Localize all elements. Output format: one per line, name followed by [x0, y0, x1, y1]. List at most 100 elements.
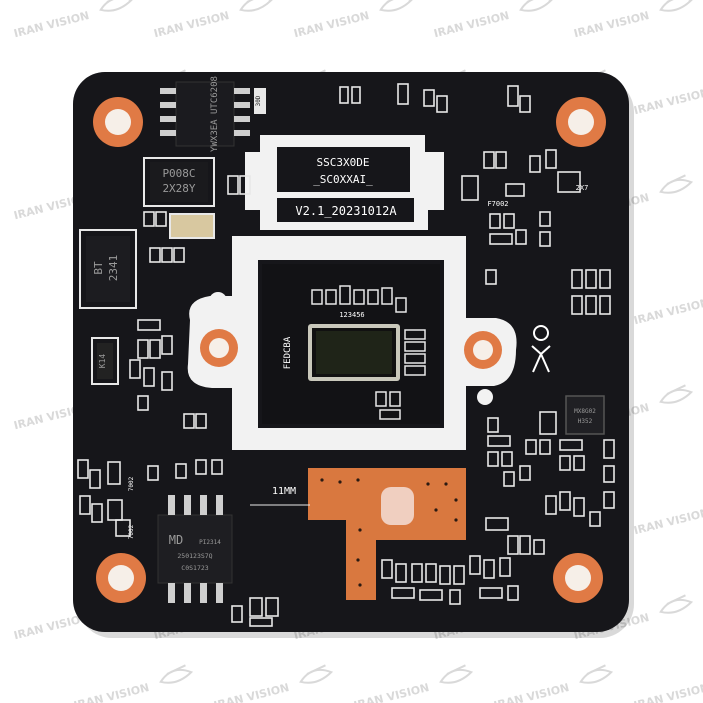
watermark-text: IRAN VISION: [12, 9, 90, 40]
smd-component: [545, 149, 557, 169]
smd-component: [265, 597, 279, 617]
smd-component: [539, 411, 557, 435]
diode-k14: K14: [91, 337, 119, 385]
smd-component: [149, 339, 161, 359]
smd-component: [143, 211, 155, 227]
sensor-passives: [311, 285, 426, 420]
smd-component: [195, 459, 207, 475]
smd-component: [137, 339, 149, 359]
smd-component: [143, 367, 155, 387]
smd-component: [585, 295, 597, 315]
label-model-box: [277, 147, 410, 192]
smd-component: [461, 175, 479, 201]
smd-component: [499, 557, 511, 577]
smd-component: [483, 559, 495, 579]
smd-component: [161, 335, 173, 355]
sensor-side-label: FEDCBA: [283, 336, 293, 369]
smd-component: [487, 451, 499, 467]
watermark-text: IRAN VISION: [292, 9, 370, 40]
passive-components: [77, 83, 615, 627]
smd-component: [147, 465, 159, 481]
smd-component: [436, 95, 448, 113]
smd-component: [423, 89, 435, 107]
smd-component: [585, 269, 597, 289]
smd-component: [529, 155, 541, 173]
memory-label-2: 250123S7Q: [177, 552, 212, 560]
watermark-text: IRAN VISION: [152, 9, 230, 40]
smd-component: [501, 451, 513, 467]
smd-component: [137, 319, 161, 331]
smd-component: [449, 589, 461, 605]
smd-component: [483, 151, 495, 169]
smd-component: [381, 559, 393, 579]
smd-component: [137, 395, 149, 411]
smd-component: [573, 497, 585, 517]
smd-component: [469, 555, 481, 575]
sot-right-label: 2X7: [576, 184, 589, 192]
watermark-text: IRAN VISION: [432, 9, 510, 40]
smd-component: [339, 86, 349, 104]
smd-component: [249, 597, 263, 617]
copper-pad-contact: [381, 487, 414, 525]
watermark-eye-icon: [239, 0, 274, 12]
smd-component: [439, 565, 451, 585]
smd-component: [599, 295, 611, 315]
smd-component: [231, 605, 243, 623]
watermark-text: IRAN VISION: [632, 296, 703, 327]
smd-component: [603, 439, 615, 459]
smd-component: [239, 175, 251, 195]
watermark-eye-icon: [659, 0, 694, 12]
smd-component: [589, 511, 601, 527]
watermark-text: IRAN VISION: [212, 681, 290, 703]
memory-brand-label: MD: [169, 533, 183, 547]
smd-component: [539, 231, 551, 247]
lens-size-label: 11MM: [272, 486, 296, 497]
watermark-logo: IRAN VISION: [492, 664, 614, 703]
ic-right-label-bottom: H352: [578, 418, 593, 425]
smd-component: [489, 213, 501, 229]
smd-component: [173, 247, 185, 263]
sot-left-label: F7002: [487, 200, 508, 208]
inductor-bt2341: BT 2341: [79, 229, 137, 309]
diode-p008c: P008C 2X28Y: [143, 157, 215, 207]
smd-component: [519, 535, 531, 555]
resistor-30d: [254, 88, 266, 114]
inductor-label-bottom: 2341: [107, 255, 120, 282]
watermark-logo: IRAN VISION: [632, 506, 703, 537]
smd-component: [395, 563, 407, 583]
smd-component: [453, 565, 465, 585]
regulator-left-label-2: 7002: [128, 524, 135, 539]
watermark-logo: IRAN VISION: [292, 0, 414, 40]
smd-component: [107, 499, 123, 521]
smd-component: [603, 465, 615, 483]
board-version: V2.1_20231012A: [295, 204, 397, 218]
smd-component: [211, 459, 223, 475]
smd-component: [77, 459, 89, 479]
sensor-model-line2: _SC0XXAI_: [313, 173, 373, 186]
smd-component: [195, 413, 207, 429]
smd-component: [573, 455, 585, 471]
smd-component: [599, 269, 611, 289]
watermark-text: IRAN VISION: [492, 681, 570, 703]
smd-component: [507, 535, 519, 555]
smd-component: [149, 247, 161, 263]
watermark-logo: IRAN VISION: [12, 0, 134, 40]
watermark-text: IRAN VISION: [632, 681, 703, 703]
mounting-hole-tr: [556, 97, 606, 147]
sensor-model-line1: SSC3X0DE: [317, 156, 370, 169]
watermark-eye-icon: [659, 594, 694, 614]
memory-chip: MD PI2314 250123S7Q C0S1723: [157, 495, 233, 603]
mounting-hole-br: [553, 553, 603, 603]
sensor-top-label: 123456: [339, 311, 364, 319]
mounting-hole-bl: [96, 553, 146, 603]
smd-component: [515, 229, 527, 245]
watermark-eye-icon: [99, 0, 134, 12]
smd-component: [485, 269, 497, 285]
fiducial-left: [209, 292, 227, 310]
label-version-box: [277, 198, 414, 222]
watermark-text: IRAN VISION: [632, 506, 703, 537]
smd-component: [539, 439, 551, 455]
smd-component: [115, 519, 131, 537]
smd-component: [227, 175, 239, 195]
